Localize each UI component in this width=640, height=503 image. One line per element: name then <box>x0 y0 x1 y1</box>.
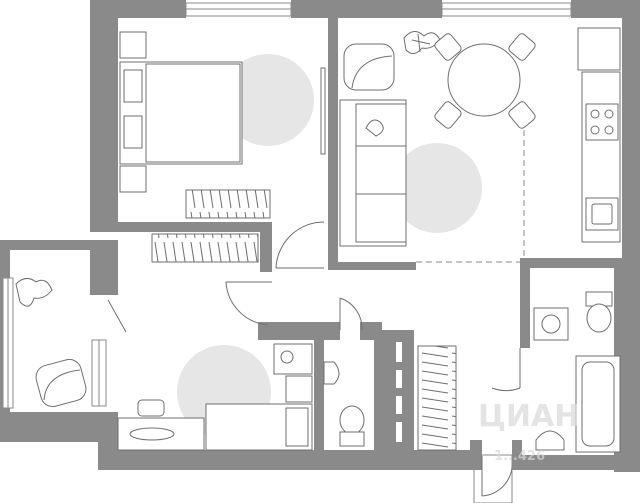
light-circles <box>177 54 482 439</box>
bedroom-light <box>222 54 314 146</box>
plant-icon <box>403 31 441 54</box>
wc-furniture <box>323 361 365 447</box>
balcony-furniture <box>15 278 87 408</box>
watermark-brand: ЦИАН <box>478 399 579 434</box>
kids-door <box>225 281 272 326</box>
wall-openings <box>396 268 606 442</box>
wardrobe-icon <box>417 345 457 451</box>
toilet-icon <box>585 291 613 333</box>
bathroom-door <box>491 348 521 392</box>
plant-icon <box>15 278 53 307</box>
sofa-icon <box>339 99 407 247</box>
bedroom-door <box>275 221 325 269</box>
wardrobe-icon <box>151 233 259 263</box>
kids-furniture <box>117 233 313 451</box>
washing-machine-icon <box>533 307 569 341</box>
walls <box>0 0 640 472</box>
bathtub-icon <box>575 355 621 453</box>
stove-icon <box>585 103 619 141</box>
toilet-icon <box>339 405 365 447</box>
kitchen-furniture <box>577 27 621 243</box>
windows <box>2 2 572 409</box>
balcony-door-swing <box>107 299 127 333</box>
sink-icon <box>323 361 340 385</box>
armchair-icon <box>343 43 395 91</box>
kitchen-zone-line <box>416 130 525 263</box>
bathroom-furniture <box>533 291 621 453</box>
living-light <box>392 143 482 233</box>
living-furniture <box>339 31 536 247</box>
entrance-threshold <box>473 454 513 503</box>
sink-icon <box>535 430 565 451</box>
wc-door <box>339 297 363 331</box>
armchair-icon <box>35 358 87 408</box>
dining-table-icon <box>434 33 536 129</box>
doors <box>107 221 521 497</box>
watermark-code: 1...426 <box>494 449 545 464</box>
wardrobe-icon <box>185 189 271 219</box>
bedroom-furniture <box>119 31 326 219</box>
